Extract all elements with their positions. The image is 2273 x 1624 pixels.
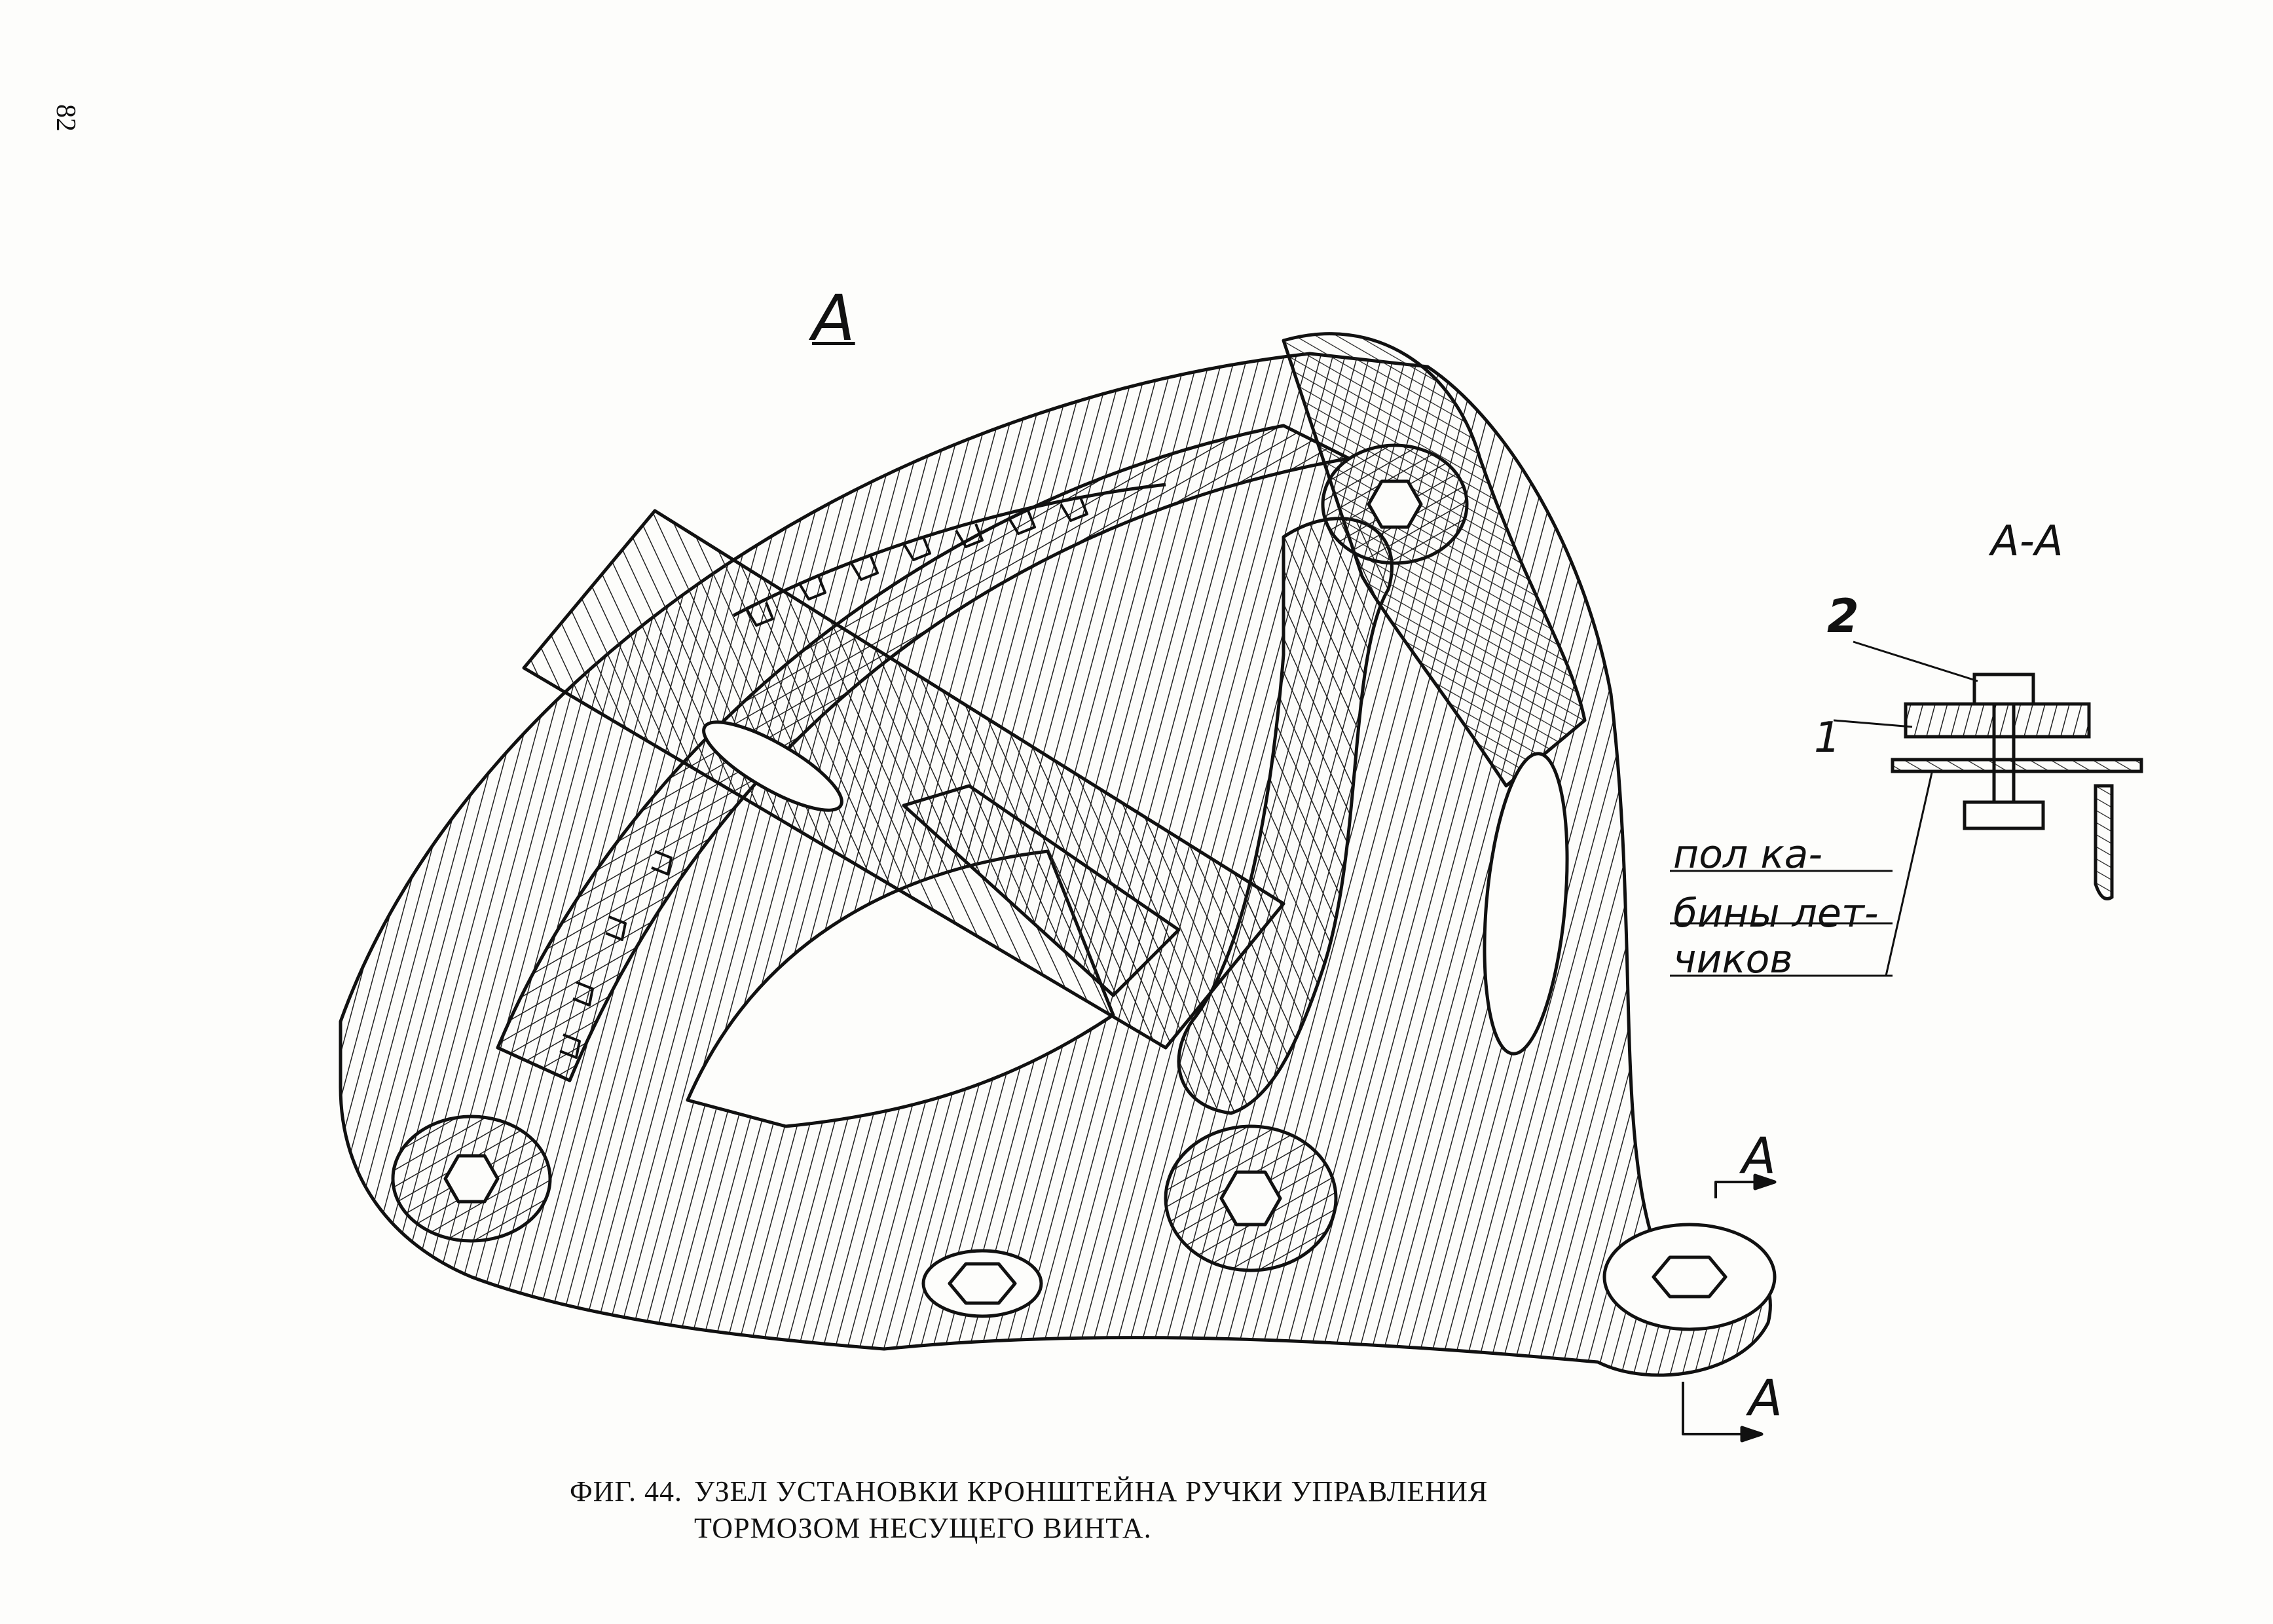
handle-insert [902,784,1181,997]
handle-slot [702,720,843,812]
section-aa-detail [1670,640,2143,977]
callout-1: 1 [1814,714,1841,762]
section-floor [1891,758,2143,773]
floor-note-line-2: бины лет- [1673,891,1879,936]
callout-1-leader [1833,719,1913,728]
right-bolt [1652,1255,1728,1299]
section-plate [1904,702,2091,739]
section-aa-title: А-А [1991,517,2063,566]
upper-bolt [1367,479,1423,529]
rack-teeth-lower [559,850,673,1059]
cut-arrow-upper-head [1753,1173,1777,1190]
floor-note-line-1: пол ка- [1673,832,1823,877]
bottom-bolt [948,1262,1017,1305]
cut-arrow-lower-head [1740,1426,1764,1443]
view-label-a: A [812,282,855,355]
toothed-rack [732,483,1166,618]
callout-2-leader [1853,640,1978,682]
floor-note-leader [1885,772,1933,976]
lever-slot [1483,752,1569,1056]
cut-arrow-lower [1682,1382,1762,1435]
section-angle [2094,784,2114,900]
upper-mount [1282,332,1587,788]
floor-note-line-3: чиков [1673,936,1793,982]
section-nut [1963,800,2045,830]
figure-number: ФИГ. 44. [570,1475,683,1507]
figure-caption: ФИГ. 44. УЗЕЛ УСТАНОВКИ КРОНШТЕЙНА РУЧКИ … [570,1473,1683,1547]
left-bolt [443,1154,500,1204]
center-bolt [1219,1170,1282,1227]
section-bolt-head [1972,673,2035,706]
caption-line-2: ТОРМОЗОМ НЕСУЩЕГО ВИНТА. [694,1512,1152,1544]
cut-mark-a-upper: A [1742,1126,1776,1185]
cut-mark-a-lower: A [1748,1369,1783,1427]
caption-line-1: УЗЕЛ УСТАНОВКИ КРОНШТЕЙНА РУЧКИ УПРАВЛЕН… [694,1475,1488,1507]
callout-2: 2 [1827,589,1859,643]
